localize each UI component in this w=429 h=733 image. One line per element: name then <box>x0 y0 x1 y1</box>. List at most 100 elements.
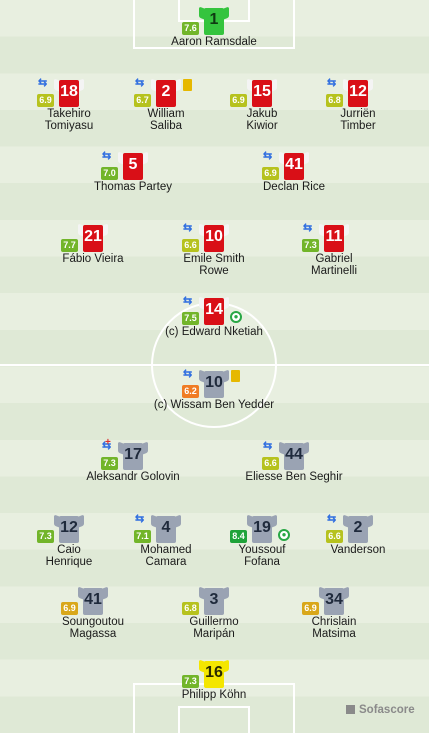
rating-badge: 7.6 <box>182 22 199 35</box>
shirt-number: 2 <box>353 519 363 536</box>
shirt-number: 18 <box>60 83 78 100</box>
player-name: Youssouf Fofana <box>238 544 286 568</box>
shirt-icon: 4 <box>151 513 181 543</box>
player-name: Emile Smith Rowe <box>183 253 245 277</box>
shirt-number: 19 <box>253 519 271 536</box>
shirt-number: 4 <box>161 519 171 536</box>
goal-ball-icon: ● <box>278 529 290 541</box>
rating-badge: 6.9 <box>37 94 54 107</box>
rating-badge: 7.1 <box>134 530 151 543</box>
rating-badge: 8.4 <box>230 530 247 543</box>
player-kohn[interactable]: 16 7.3 Philipp Köhn <box>154 658 274 701</box>
rating-badge: 6.8 <box>182 602 199 615</box>
goal-ball-icon: ● <box>230 311 242 323</box>
player-name: Chrislain Matsima <box>311 616 357 640</box>
player-name: Fábio Vieira <box>62 253 124 265</box>
shirt-number: 12 <box>349 83 367 100</box>
sub-marker-icon: + <box>105 437 111 448</box>
player-name: Jurriën Timber <box>340 108 376 132</box>
player-golovin[interactable]: 17 7.3 ⇆+ Aleksandr Golovin <box>63 437 203 484</box>
rating-badge: 7.0 <box>101 167 118 180</box>
shirt-icon: 11 <box>319 222 349 252</box>
rating-badge: 7.3 <box>101 457 118 470</box>
shirt-icon: 15 <box>247 77 277 107</box>
shirt-icon: 2 <box>343 513 373 543</box>
shirt-number: 10 <box>205 374 223 391</box>
shirt-icon: 17 <box>118 440 148 470</box>
rating-badge: 6.9 <box>262 167 279 180</box>
shirt-badge: 4 7.1 ⇆ <box>134 513 181 543</box>
rating-badge: 6.9 <box>230 94 247 107</box>
shirt-icon: 2 <box>151 77 181 107</box>
shirt-icon: 14 <box>199 295 229 325</box>
rating-badge: 6.6 <box>326 530 343 543</box>
shirt-icon: 16 <box>199 658 229 688</box>
shirt-icon: 5 <box>118 150 148 180</box>
shirt-number: 10 <box>205 228 223 245</box>
substitution-icon: ⇆ <box>102 440 112 452</box>
player-name: Takehiro Tomiyasu <box>44 108 94 132</box>
sofascore-mark-icon <box>346 705 355 714</box>
substitution-icon: ⇆ <box>135 513 145 525</box>
shirt-icon: 41 <box>78 585 108 615</box>
shirt-icon: 1 <box>199 5 229 35</box>
rating-badge: 6.6 <box>262 457 279 470</box>
substitution-icon: ⇆ <box>102 150 112 162</box>
player-vanderson[interactable]: 2 6.6 ⇆ Vanderson <box>298 513 418 556</box>
substitution-icon: ⇆ <box>183 222 193 234</box>
player-name: Eliesse Ben Seghir <box>245 471 343 483</box>
top-penalty-box <box>133 0 295 49</box>
shirt-number: 2 <box>161 83 171 100</box>
shirt-number: 21 <box>84 228 102 245</box>
shirt-icon: 34 <box>319 585 349 615</box>
sofascore-logo[interactable]: Sofascore <box>346 704 415 716</box>
shirt-number: 16 <box>205 664 223 681</box>
player-name: (c) Edward Nketiah <box>165 326 263 338</box>
shirt-icon: 12 <box>343 77 373 107</box>
shirt-number: 17 <box>124 446 142 463</box>
shirt-icon: 19 <box>247 513 277 543</box>
player-name: Philipp Köhn <box>181 689 247 701</box>
substitution-icon: ⇆ <box>327 513 337 525</box>
player-name: Aleksandr Golovin <box>86 471 180 483</box>
player-fofana[interactable]: 19 8.4 ● Youssouf Fofana <box>202 513 322 568</box>
player-name: Declan Rice <box>263 181 325 193</box>
player-name: Caio Henrique <box>45 544 93 568</box>
shirt-number: 11 <box>325 228 343 245</box>
player-name: (c) Wissam Ben Yedder <box>153 399 275 411</box>
rating-badge: 7.3 <box>182 675 199 688</box>
shirt-icon: 44 <box>279 440 309 470</box>
rating-badge: 6.9 <box>61 602 78 615</box>
player-name: Vanderson <box>330 544 386 556</box>
rating-badge: 6.8 <box>326 94 343 107</box>
shirt-number: 44 <box>285 446 303 463</box>
